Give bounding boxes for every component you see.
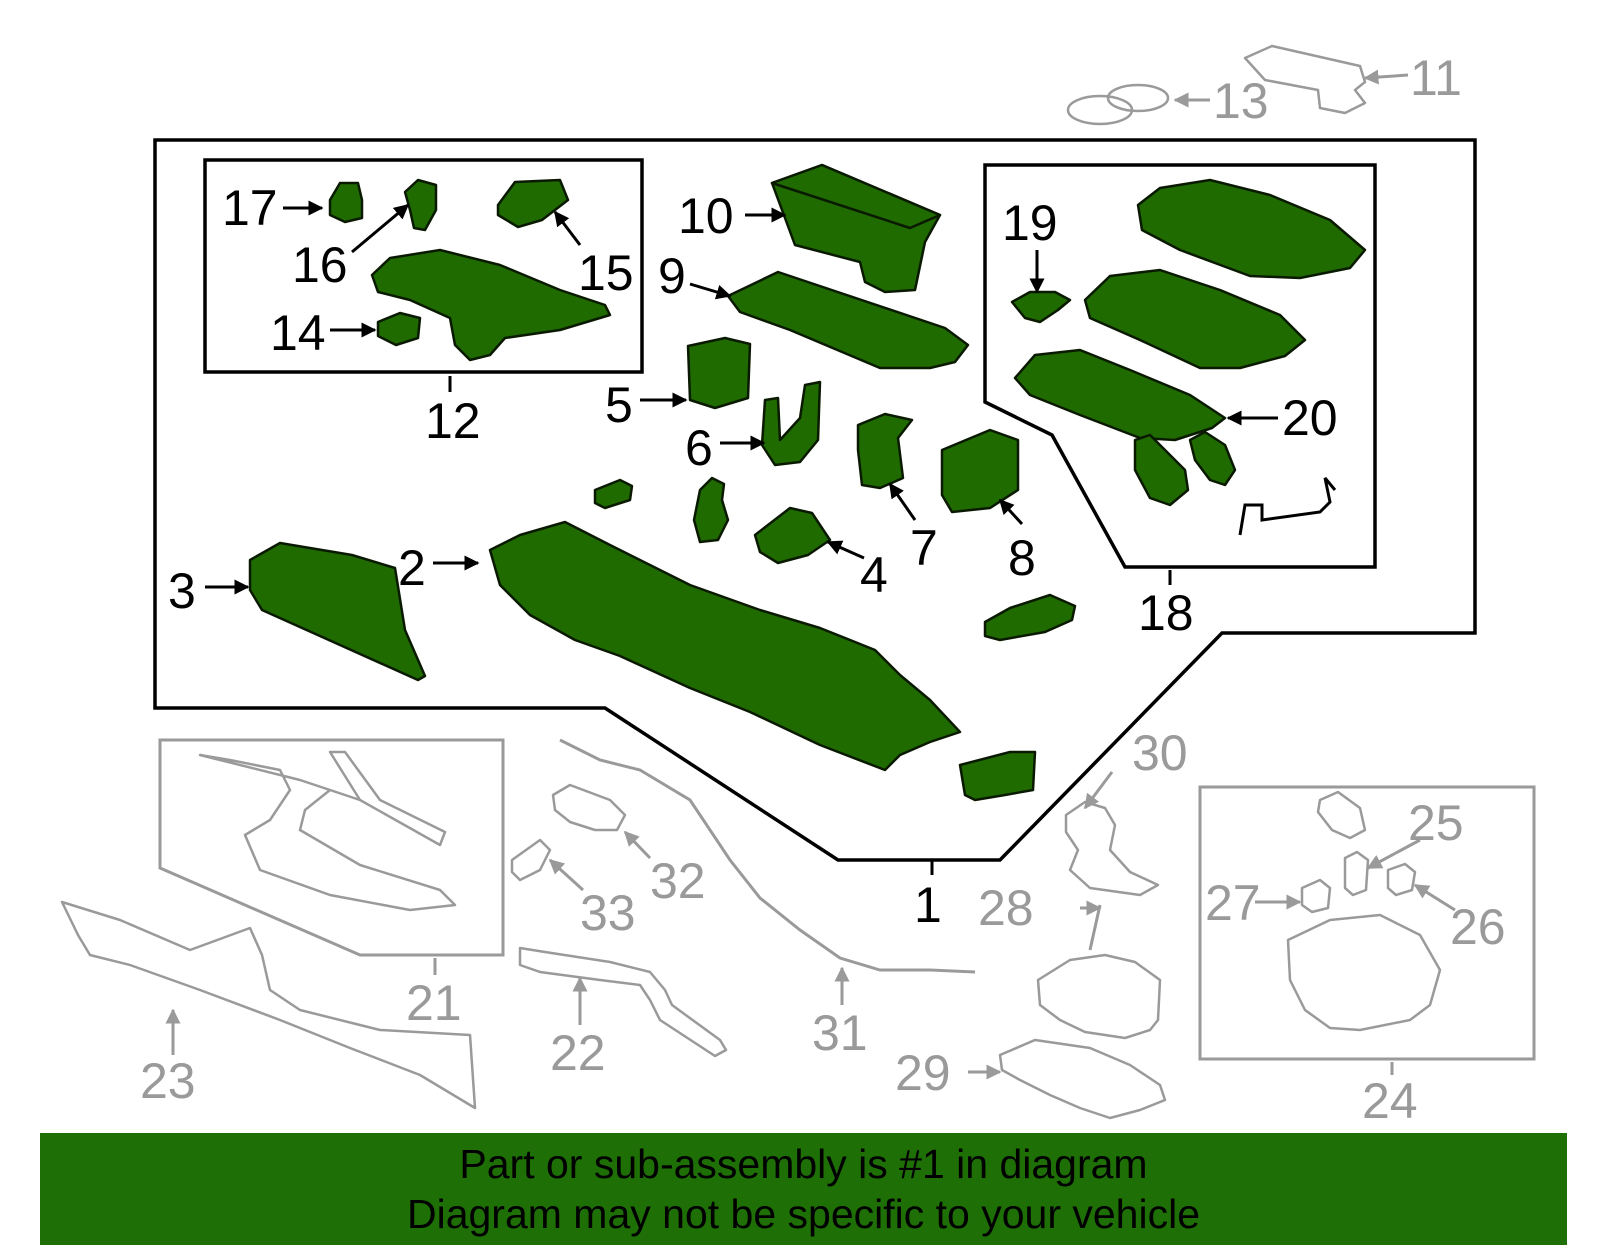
leaders-inactive <box>165 69 1456 1080</box>
part-hinge-2[interactable] <box>1188 430 1237 487</box>
callout-2: 2 <box>398 540 426 596</box>
callouts-active: 1 2 3 4 5 6 7 8 9 10 11 12 13 14 15 16 1… <box>168 50 1462 933</box>
part-6-bracket[interactable] <box>760 380 822 467</box>
banner-line-1: Part or sub-assembly is #1 in diagram <box>459 1141 1148 1187</box>
part-27-clip <box>1300 878 1332 914</box>
part-18-wire <box>1238 477 1337 536</box>
callout-15: 15 <box>578 245 634 301</box>
leaders-active <box>205 200 1278 875</box>
callout-14: 14 <box>270 305 326 361</box>
callout-16: 16 <box>292 237 348 293</box>
part-2-console-base[interactable] <box>488 520 962 772</box>
callout-28: 28 <box>978 880 1034 936</box>
part-hinge[interactable] <box>1133 433 1190 507</box>
part-19-latch[interactable] <box>1010 290 1072 324</box>
callout-20: 20 <box>1282 390 1338 446</box>
part-28-shifter-rod <box>1088 904 1102 951</box>
callout-4: 4 <box>860 547 888 603</box>
part-connector[interactable] <box>983 593 1077 642</box>
banner-line-2: Diagram may not be specific to your vehi… <box>406 1191 1200 1237</box>
part-26-clip <box>1386 862 1417 897</box>
part-14-switch[interactable] <box>376 311 422 347</box>
part-4-bracket[interactable] <box>753 506 832 565</box>
part-9-tray[interactable] <box>726 270 970 370</box>
part-31-cable <box>559 738 976 974</box>
callout-5: 5 <box>605 377 633 433</box>
part-clip[interactable] <box>692 476 730 544</box>
callout-27: 27 <box>1205 875 1261 931</box>
box-21-outline <box>158 738 505 957</box>
subassembly-18-outline <box>983 163 1377 569</box>
callout-6: 6 <box>685 420 713 476</box>
part-12-trim-plate[interactable] <box>370 248 612 362</box>
part-33-clip <box>510 838 552 882</box>
part-armrest-pad[interactable] <box>1083 268 1307 370</box>
callout-19: 19 <box>1002 195 1058 251</box>
callout-18: 18 <box>1138 585 1194 641</box>
part-22-rod <box>518 946 728 1058</box>
callout-33: 33 <box>580 885 636 941</box>
callout-12: 12 <box>425 393 481 449</box>
part-29-base <box>998 1038 1167 1120</box>
callout-11: 11 <box>1410 50 1462 106</box>
part-16-knob[interactable] <box>403 178 438 232</box>
callouts-inactive: 21 22 23 24 25 26 27 28 29 30 31 32 33 <box>140 725 1506 1129</box>
part-15-switch[interactable] <box>496 178 570 229</box>
callout-7: 7 <box>910 520 938 576</box>
disclaimer-banner: Part or sub-assembly is #1 in diagram Di… <box>40 1133 1567 1245</box>
callout-25: 25 <box>1408 795 1464 851</box>
part-25-cup <box>1343 850 1370 897</box>
callout-1: 1 <box>914 877 942 933</box>
part-17-knob[interactable] <box>328 181 364 224</box>
subassembly-12-box <box>203 158 644 374</box>
callout-9: 9 <box>658 248 686 304</box>
part-25-clip <box>1316 790 1367 840</box>
part-10-storage-bin[interactable] <box>770 163 942 294</box>
part-32-clip <box>551 783 627 832</box>
part-28-shifter <box>1036 953 1162 1040</box>
assembly-1-outline <box>153 138 1477 862</box>
callout-29: 29 <box>895 1045 951 1101</box>
callout-10: 10 <box>678 188 734 244</box>
callout-24: 24 <box>1362 1073 1418 1129</box>
callout-26: 26 <box>1450 899 1506 955</box>
callout-32: 32 <box>650 853 706 909</box>
callout-30: 30 <box>1132 725 1188 781</box>
part-21-trim <box>198 750 457 912</box>
callout-3: 3 <box>168 563 196 619</box>
callout-17: 17 <box>222 180 278 236</box>
callout-22: 22 <box>550 1025 606 1081</box>
part-rear-bracket[interactable] <box>958 750 1037 802</box>
part-3-side-panel[interactable] <box>248 541 427 682</box>
callout-23: 23 <box>140 1053 196 1109</box>
part-11-bracket <box>1243 44 1367 115</box>
callout-13: 13 <box>1213 73 1269 129</box>
part-armrest-lid[interactable] <box>1136 178 1367 280</box>
callout-21: 21 <box>406 975 462 1031</box>
part-8-module[interactable] <box>940 428 1020 514</box>
part-20-lid-base[interactable] <box>1013 348 1227 442</box>
callout-8: 8 <box>1008 530 1036 586</box>
part-5-module[interactable] <box>686 336 752 410</box>
part-23-trim <box>60 900 477 1110</box>
part-13-ring <box>1066 83 1170 126</box>
callout-31: 31 <box>812 1005 868 1061</box>
part-plug[interactable] <box>593 478 634 510</box>
part-24-console-insert <box>1286 913 1442 1032</box>
box-24-outline <box>1198 785 1536 1061</box>
part-30-shift-knob <box>1064 800 1160 897</box>
part-7-bracket[interactable] <box>856 412 914 490</box>
